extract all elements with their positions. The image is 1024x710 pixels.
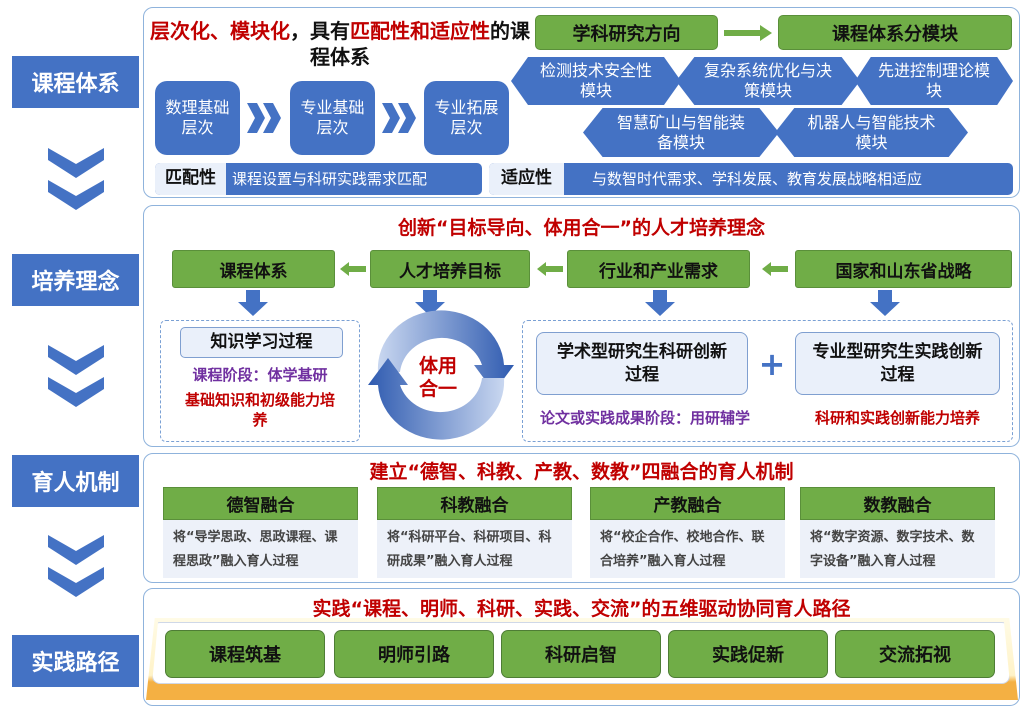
double-chevron-down-icon <box>48 345 104 407</box>
arrow-down-icon <box>415 290 445 316</box>
arrow-right-icon <box>724 25 772 41</box>
philosophy-panel <box>143 205 1020 447</box>
chain-box: 课程体系 <box>172 250 335 288</box>
module-hexagon: 机器人与智能技术模块 <box>775 108 968 157</box>
path-item: 课程筑基 <box>165 630 325 678</box>
section-label-mechanism: 育人机制 <box>12 455 139 507</box>
path-item: 交流拓视 <box>835 630 995 678</box>
module-hexagon: 检测技术安全性模块 <box>511 57 681 105</box>
chain-box: 行业和产业需求 <box>567 250 750 288</box>
section-label-curriculum: 课程体系 <box>12 56 139 108</box>
chain-box: 国家和山东省战略 <box>795 250 1012 288</box>
path-item: 明师引路 <box>334 630 494 678</box>
thesis-stage-text: 论文或实践成果阶段：用研辅学 <box>539 409 750 427</box>
module-hexagon: 智慧矿山与智能装备模块 <box>583 108 779 157</box>
arrow-left-icon <box>537 262 563 276</box>
module-hexagon: 复杂系统优化与决策模块 <box>676 57 860 105</box>
adapt-label: 适应性 <box>489 163 564 195</box>
level-box: 数理基础层次 <box>155 81 240 155</box>
double-chevron-down-icon <box>48 148 104 210</box>
path-item: 科研启智 <box>501 630 661 678</box>
fusion-description: 将“数字资源、数字技术、数字设备”融入育人过程 <box>800 520 995 578</box>
cycle-arrows-icon <box>368 310 514 440</box>
arrow-down-icon <box>645 290 675 316</box>
title-segment: 的课程体系 <box>310 19 530 69</box>
innovation-dashed-box <box>522 320 1013 442</box>
arrow-down-icon <box>238 290 268 316</box>
plus-icon: + <box>758 345 786 383</box>
title-segment: ，具有 <box>290 19 350 43</box>
philosophy-title: 创新“目标导向、体用合一”的人才培养理念 <box>398 217 765 239</box>
research-direction-box: 学科研究方向 <box>535 15 718 50</box>
academic-box: 学术型研究生科研创新过程 <box>536 332 748 395</box>
title-segment: 层次化、模块化 <box>150 19 290 43</box>
arrow-left-icon <box>762 262 788 276</box>
path-title: 实践“课程、明师、科研、实践、交流”的五维驱动协同育人路径 <box>312 598 851 620</box>
fusion-description: 将“科研平台、科研项目、科研成果”融入育人过程 <box>377 520 572 578</box>
match-bar: 匹配性 课程设置与科研实践需求匹配 <box>155 163 482 195</box>
arrow-left-icon <box>340 262 366 276</box>
arrow-down-icon <box>870 290 900 316</box>
match-label: 匹配性 <box>155 163 226 195</box>
knowledge-box: 知识学习过程 <box>180 327 343 358</box>
match-text: 课程设置与科研实践需求匹配 <box>232 169 428 188</box>
knowledge-dashed-box <box>160 320 360 442</box>
mechanism-title: 建立“德智、科教、产教、数教”四融合的育人机制 <box>369 461 794 483</box>
section-label-path: 实践路径 <box>12 635 139 687</box>
fusion-header: 产教融合 <box>590 487 785 520</box>
module-hexagon: 先进控制理论模块 <box>855 57 1013 105</box>
double-chevron-right-icon <box>247 103 281 133</box>
chain-box: 人才培养目标 <box>370 250 530 288</box>
title-segment: 匹配性和适应性 <box>350 19 490 43</box>
curriculum-title: 层次化、模块化，具有匹配性和适应性的课程体系 <box>150 18 530 70</box>
path-item: 实践促新 <box>668 630 828 678</box>
fusion-description: 将“导学思政、思政课程、课程思政”融入育人过程 <box>163 520 358 578</box>
course-modules-box: 课程体系分模块 <box>778 15 1012 50</box>
fusion-header: 德智融合 <box>163 487 358 520</box>
basic-ability-text: 基础知识和初级能力培养 <box>184 391 335 430</box>
adapt-text: 与数智时代需求、学科发展、教育发展战略相适应 <box>592 169 923 188</box>
fusion-description: 将“校企合作、校地合作、联合培养”融入育人过程 <box>590 520 785 578</box>
level-box: 专业拓展层次 <box>424 81 509 155</box>
professional-box: 专业型研究生实践创新过程 <box>795 332 1000 395</box>
fusion-header: 数教融合 <box>800 487 995 520</box>
fusion-header: 科教融合 <box>377 487 572 520</box>
innovation-text: 科研和实践创新能力培养 <box>814 409 980 427</box>
course-stage-text: 课程阶段：体学基研 <box>192 366 328 384</box>
level-box: 专业基础层次 <box>290 81 375 155</box>
double-chevron-down-icon <box>48 535 104 597</box>
cycle-label: 体用合一 <box>418 355 457 400</box>
adapt-bar: 适应性 与数智时代需求、学科发展、教育发展战略相适应 <box>489 163 1013 195</box>
section-label-philosophy: 培养理念 <box>12 254 139 306</box>
double-chevron-right-icon <box>382 103 416 133</box>
